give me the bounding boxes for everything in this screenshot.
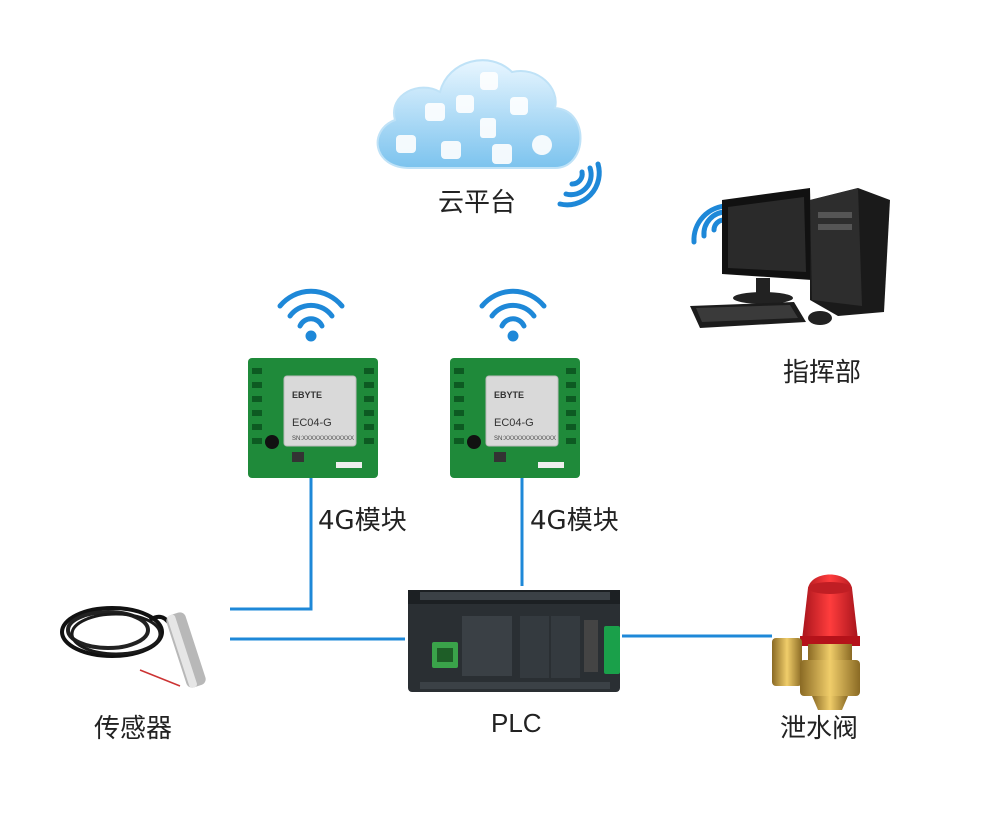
wifi-icon xyxy=(557,161,602,208)
plc-label: PLC xyxy=(491,708,542,738)
module-1-sn: SN:XXXXXXXXXXXXX xyxy=(292,436,354,442)
command-center-label: 指挥部 xyxy=(783,358,862,388)
4g-module-2-icon xyxy=(450,288,580,478)
wifi-icon xyxy=(277,288,345,342)
module-2-sn: SN:XXXXXXXXXXXXX xyxy=(494,436,556,442)
desktop-computer-icon xyxy=(690,188,890,328)
relief-valve-label: 泄水阀 xyxy=(780,714,859,744)
module-1-brand: EBYTE xyxy=(292,390,322,400)
cloud-platform-label: 云平台 xyxy=(438,188,517,218)
connection-lines xyxy=(230,478,772,641)
sensor-label: 传感器 xyxy=(94,714,173,744)
relief-valve-icon xyxy=(772,574,860,710)
4g-module-1-label: 4G模块 xyxy=(318,506,407,536)
link-sensor-module1 xyxy=(230,478,313,611)
pressure-sensor-icon xyxy=(60,606,206,688)
cloud-icon xyxy=(376,59,602,208)
4g-module-2-label: 4G模块 xyxy=(530,506,619,536)
module-2-brand: EBYTE xyxy=(494,390,524,400)
module-1-model: EC04-G xyxy=(292,417,332,429)
wifi-icon xyxy=(479,288,547,342)
module-2-model: EC04-G xyxy=(494,417,534,429)
plc-controller-icon xyxy=(408,590,620,692)
4g-module-1-icon xyxy=(248,288,378,478)
